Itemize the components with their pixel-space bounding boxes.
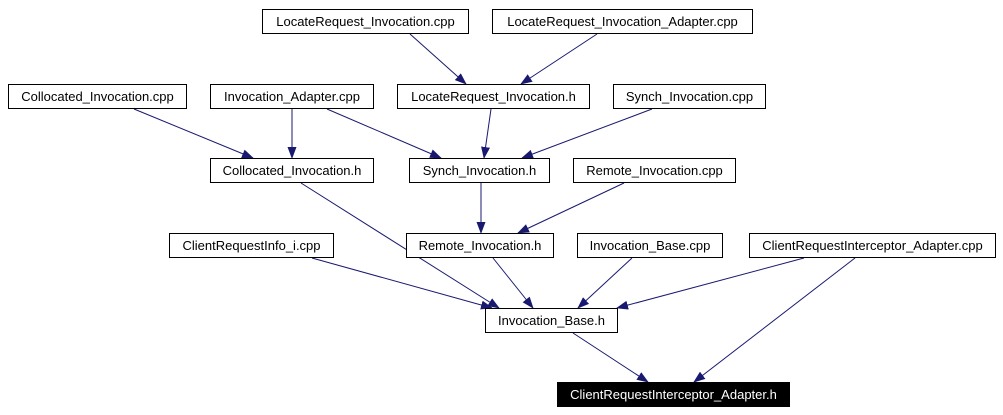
graph-node-clientrequestinterceptor-adapter-cpp[interactable]: ClientRequestInterceptor_Adapter.cpp [749, 233, 996, 258]
graph-node-remote-invocation-h[interactable]: Remote_Invocation.h [406, 233, 554, 258]
graph-edge-synch-invocation-cpp-to-synch-invocation-h [521, 108, 653, 159]
graph-node-collocated-invocation-h[interactable]: Collocated_Invocation.h [210, 158, 374, 183]
graph-edge-clientrequestinterceptor-adapter-cpp-to-invocation-base-h [616, 257, 805, 310]
graph-node-locaterequest-invocation-cpp[interactable]: LocateRequest_Invocation.cpp [262, 9, 469, 34]
graph-edge-clientrequestinterceptor-adapter-cpp-to-clientrequestinterceptor-adapter-h [693, 257, 856, 383]
graph-node-locaterequest-invocation-adapter-cpp[interactable]: LocateRequest_Invocation_Adapter.cpp [492, 9, 753, 34]
graph-node-invocation-adapter-cpp[interactable]: Invocation_Adapter.cpp [210, 84, 374, 109]
graph-edge-invocation-base-h-to-clientrequestinterceptor-adapter-h [572, 332, 649, 383]
graph-node-synch-invocation-cpp[interactable]: Synch_Invocation.cpp [613, 84, 766, 109]
graph-node-clientrequestinfo-i-cpp[interactable]: ClientRequestInfo_i.cpp [169, 233, 334, 258]
graph-node-invocation-base-cpp[interactable]: Invocation_Base.cpp [577, 233, 723, 258]
graph-node-locaterequest-invocation-h[interactable]: LocateRequest_Invocation.h [397, 84, 590, 109]
graph-edge-invocation-base-cpp-to-invocation-base-h [577, 257, 633, 309]
graph-node-remote-invocation-cpp[interactable]: Remote_Invocation.cpp [573, 158, 736, 183]
graph-node-clientrequestinterceptor-adapter-h[interactable]: ClientRequestInterceptor_Adapter.h [557, 382, 790, 407]
graph-node-synch-invocation-h[interactable]: Synch_Invocation.h [409, 158, 550, 183]
graph-edge-locaterequest-invocation-cpp-to-locaterequest-invocation-h [409, 33, 467, 85]
graph-edge-invocation-adapter-cpp-to-synch-invocation-h [326, 108, 442, 159]
graph-edge-collocated-invocation-cpp-to-collocated-invocation-h [133, 108, 254, 159]
graph-edge-remote-invocation-cpp-to-remote-invocation-h [517, 182, 625, 234]
graph-edge-clientrequestinfo-i-cpp-to-invocation-base-h [311, 257, 493, 310]
graph-edge-remote-invocation-h-to-invocation-base-h [492, 257, 534, 309]
graph-edge-locaterequest-invocation-h-to-synch-invocation-h [481, 108, 492, 159]
graph-edge-locaterequest-invocation-adapter-cpp-to-locaterequest-invocation-h [520, 33, 598, 85]
graph-edge-collocated-invocation-h-to-invocation-base-h [300, 182, 500, 309]
graph-node-invocation-base-h[interactable]: Invocation_Base.h [485, 308, 618, 333]
graph-node-collocated-invocation-cpp[interactable]: Collocated_Invocation.cpp [8, 84, 187, 109]
